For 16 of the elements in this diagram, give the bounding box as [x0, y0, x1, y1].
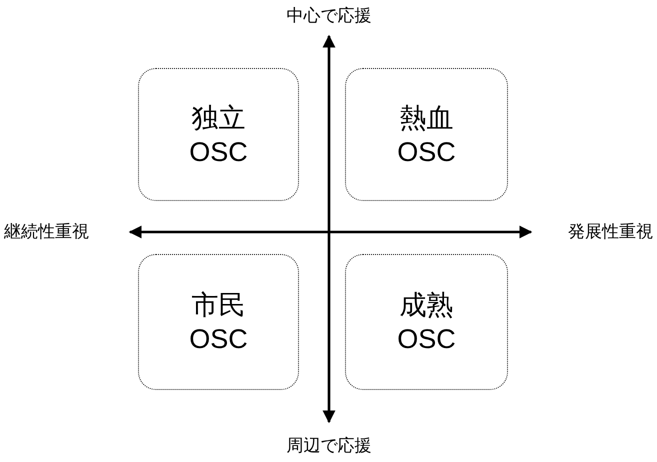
quadrant-box [345, 68, 508, 201]
quadrant-label: OSC [189, 323, 248, 356]
axis-label: 中心で応援 [286, 6, 372, 26]
quadrant-label: 独立 [192, 102, 246, 134]
axis-label: 継続性重視 [4, 222, 89, 242]
quadrant-label: 熱血 [400, 102, 454, 134]
quadrant-box [345, 254, 508, 390]
quadrant-box [138, 68, 299, 201]
quadrant-label: OSC [189, 136, 248, 168]
quadrant-label: 成熟 [400, 289, 454, 322]
quadrant-box [138, 254, 299, 390]
quadrant-label: 市民 [192, 289, 246, 322]
quadrant-label: OSC [397, 136, 456, 168]
axis-label: 発展性重視 [568, 222, 653, 242]
quadrant-label: OSC [397, 323, 456, 356]
axis-label: 周辺で応援 [286, 436, 372, 456]
